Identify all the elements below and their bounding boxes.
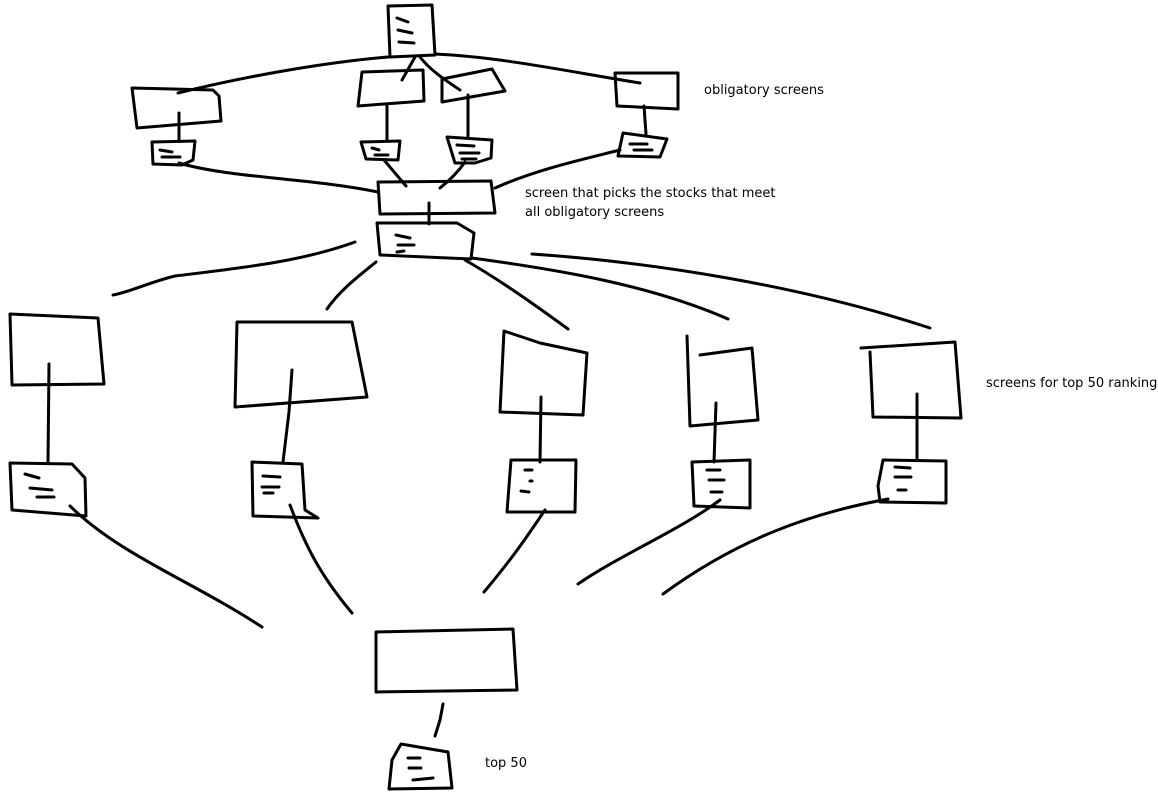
ranking-screen-5	[859, 340, 963, 505]
ranking-screen-2	[233, 320, 369, 520]
ranking-screen-1	[8, 312, 106, 518]
ranking-screen-4	[685, 334, 760, 510]
picker-screen-label: screen that picks the stocks that meet a…	[525, 186, 776, 220]
top-source-document	[386, 3, 437, 59]
top50-document	[387, 742, 454, 791]
top50-label: top 50	[485, 756, 527, 771]
top-connectors	[176, 52, 642, 95]
converge-connectors	[68, 497, 890, 629]
spread-connectors	[111, 240, 932, 331]
ranking-screens-label: screens for top 50 ranking	[986, 376, 1158, 391]
ranking-screen-3	[498, 329, 589, 514]
obligatory-screen-3	[440, 67, 507, 165]
final-screen	[374, 627, 519, 738]
obligatory-screens-label: obligatory screens	[704, 83, 824, 98]
obligatory-screen-4	[613, 71, 680, 159]
obligatory-screen-2	[356, 68, 426, 162]
picker-screen	[375, 179, 497, 261]
obligatory-screen-1	[130, 86, 223, 167]
